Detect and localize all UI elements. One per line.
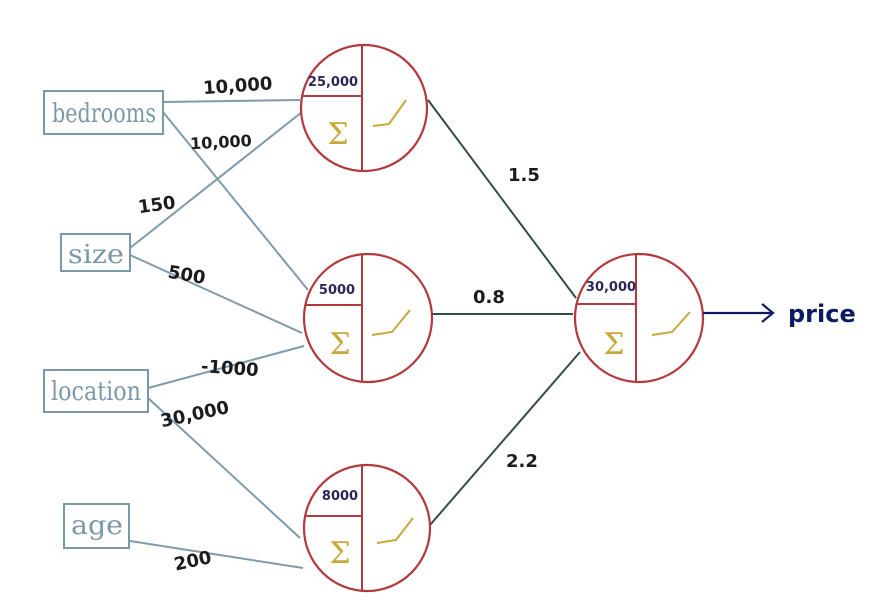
input-label-location: location bbox=[51, 377, 141, 407]
sigma-icon: Σ bbox=[603, 327, 624, 362]
weight-label-bedrooms-h1: 10,000 bbox=[202, 73, 273, 99]
sigma-icon: Σ bbox=[329, 536, 350, 571]
output-neuron: 30,000 Σ bbox=[573, 252, 705, 384]
relu-icon bbox=[651, 311, 691, 336]
output-arrow-icon bbox=[703, 303, 775, 323]
hidden-neuron-2: 5000 Σ bbox=[302, 252, 434, 384]
edge-location-h3 bbox=[147, 397, 301, 539]
input-label-size: size bbox=[68, 240, 124, 270]
weight-label-location-h2: -1000 bbox=[200, 356, 259, 381]
relu-icon bbox=[371, 309, 411, 336]
edge-h3-out bbox=[429, 351, 581, 526]
input-age: age bbox=[63, 503, 130, 549]
sigma-icon: Σ bbox=[329, 327, 350, 362]
bias-label-out: 30,000 bbox=[586, 280, 636, 295]
edge-h1-out bbox=[427, 99, 577, 299]
weight-label-bedrooms-h2: 10,000 bbox=[190, 131, 253, 153]
bias-label-h1: 25,000 bbox=[308, 75, 358, 90]
edge-size-h2 bbox=[129, 254, 303, 334]
weight-label-location-h3: 30,000 bbox=[159, 397, 231, 432]
relu-icon bbox=[372, 99, 407, 127]
bias-label-h3: 8000 bbox=[322, 489, 358, 504]
input-edges bbox=[129, 99, 309, 569]
edge-bedrooms-h1 bbox=[162, 99, 301, 103]
edge-age-h3 bbox=[129, 540, 304, 569]
input-label-bedrooms: bedrooms bbox=[52, 99, 156, 129]
weight-label-size-h2: 500 bbox=[166, 262, 207, 289]
hidden-neuron-1: 25,000 Σ bbox=[299, 43, 429, 173]
edge-bedrooms-h2 bbox=[162, 111, 309, 291]
input-bedrooms: bedrooms bbox=[43, 90, 164, 135]
weight-label-h2-out: 0.8 bbox=[473, 287, 505, 308]
input-size: size bbox=[60, 233, 131, 272]
relu-icon bbox=[376, 517, 414, 544]
weight-label-h3-out: 2.2 bbox=[506, 451, 538, 472]
weight-label-h1-out: 1.5 bbox=[508, 165, 540, 186]
weight-label-size-h1: 150 bbox=[137, 192, 177, 218]
weight-label-age-h3: 200 bbox=[172, 547, 213, 575]
edge-size-h1 bbox=[129, 111, 303, 249]
hidden-neuron-3: 8000 Σ bbox=[302, 463, 432, 593]
bias-label-h2: 5000 bbox=[319, 283, 355, 298]
edge-location-h2 bbox=[147, 345, 305, 389]
output-label: price bbox=[788, 300, 856, 328]
sigma-icon: Σ bbox=[327, 117, 348, 152]
input-label-age: age bbox=[71, 511, 123, 541]
output-edges bbox=[427, 99, 581, 526]
input-location: location bbox=[43, 369, 149, 413]
